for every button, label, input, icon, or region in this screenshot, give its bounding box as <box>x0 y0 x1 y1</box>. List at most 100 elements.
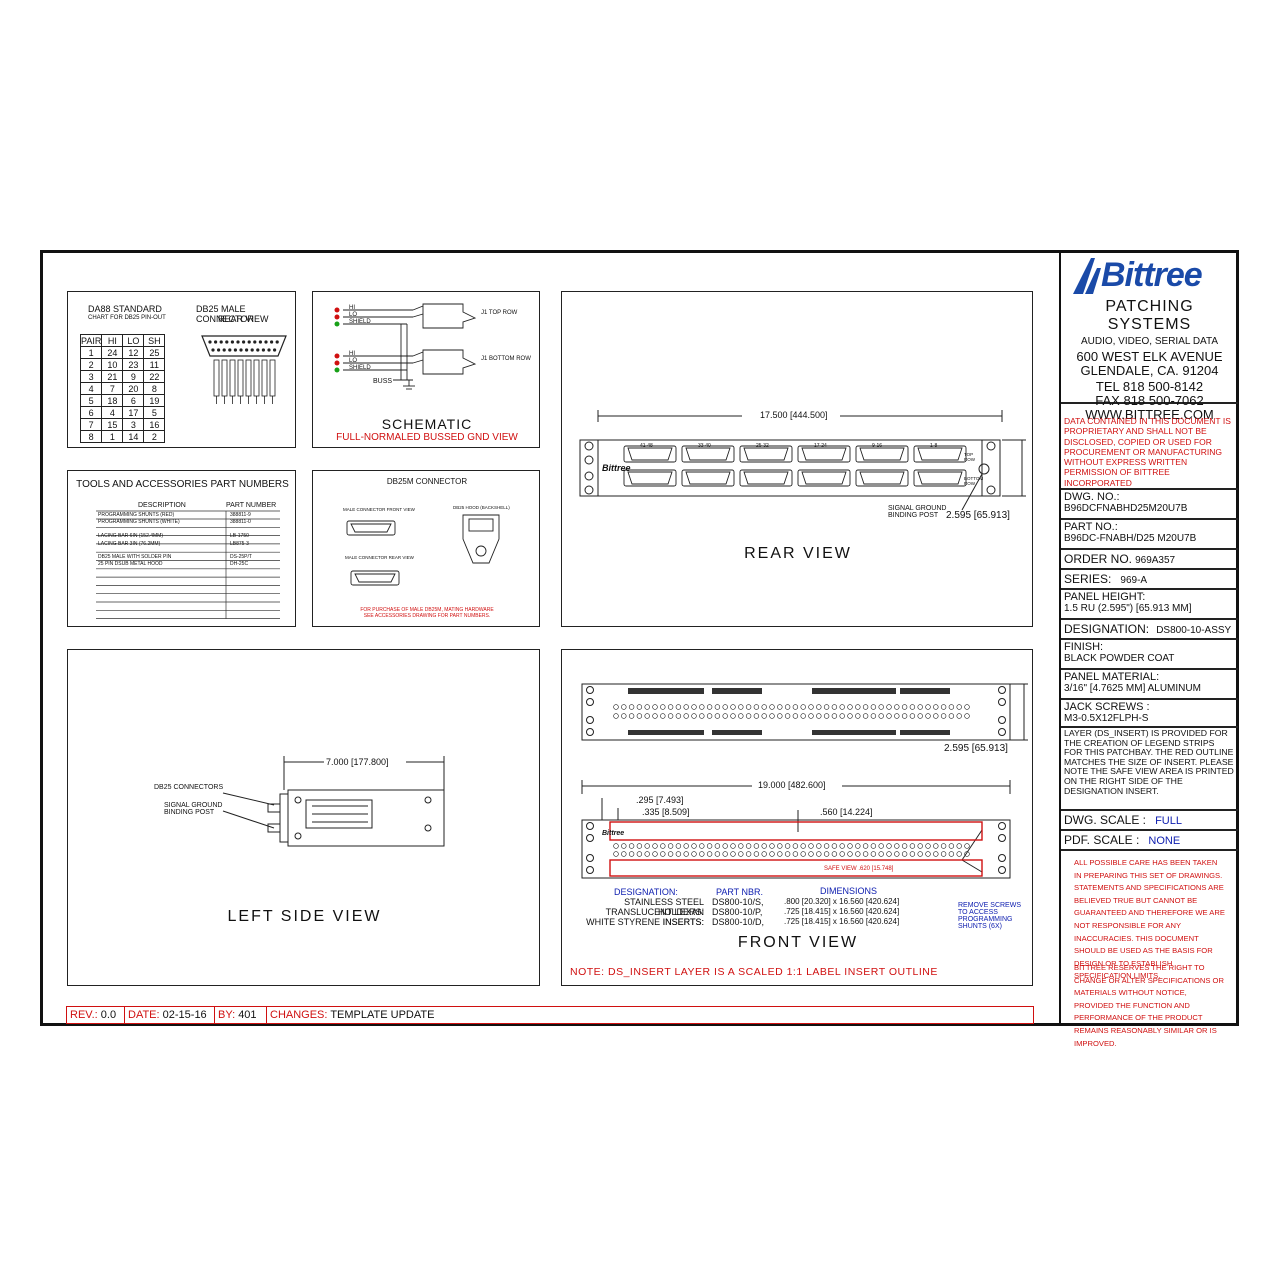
rear-top-row-label: TOP ROW <box>964 452 975 462</box>
jack <box>886 843 892 849</box>
pinout-cell: 11 <box>143 358 166 371</box>
pinout-cell: 15 <box>101 418 124 431</box>
jack <box>855 851 861 857</box>
jack <box>886 713 892 719</box>
tools-col-desc: DESCRIPTION <box>138 502 186 509</box>
pinout-cell: 8 <box>143 382 166 395</box>
jack <box>706 843 713 849</box>
jack <box>964 843 970 849</box>
jack <box>901 713 908 719</box>
jack <box>862 704 869 710</box>
shield-label-top: SHIELD <box>349 319 371 325</box>
jack <box>878 851 884 857</box>
jack <box>675 851 682 857</box>
side-binding-post: BINDING POST <box>164 809 215 816</box>
jack <box>636 704 643 710</box>
jack <box>761 843 767 849</box>
jack <box>917 851 923 857</box>
db25-pin <box>273 348 277 352</box>
order-no-value: 969A357 <box>1135 555 1176 566</box>
jack <box>917 713 923 719</box>
hi-terminal-bottom <box>334 353 340 359</box>
pinout-cell: 21 <box>101 370 124 383</box>
db25-pin <box>261 348 265 352</box>
tools-desc-cell: LACING BAR 3IN (76.2MM) <box>98 541 161 547</box>
left-side-panel: 7.000 [177.800] DB25 CONNECTORS SIGNAL G… <box>67 649 540 986</box>
front-dim-b: .335 [8.509] <box>642 807 690 817</box>
company-tel: TEL 818 500-8142 <box>1095 379 1204 394</box>
jack <box>699 713 705 719</box>
jack <box>808 843 814 849</box>
jack <box>738 704 744 710</box>
jack <box>886 704 892 710</box>
jack <box>925 713 931 719</box>
db25m-drawings <box>346 514 500 586</box>
pinout-cell: 7 <box>79 418 103 431</box>
jack <box>831 704 838 710</box>
jack <box>808 713 814 719</box>
jack <box>699 851 705 857</box>
company-address2: GLENDALE, CA. 91204 <box>1080 363 1219 378</box>
schematic-title: SCHEMATIC <box>381 416 473 432</box>
proprietary-notice: DATA CONTAINED IN THIS DOCUMENT IS PROPR… <box>1061 404 1238 490</box>
pdf-scale-block: PDF. SCALE : NONE <box>1061 831 1238 851</box>
jack <box>800 704 806 710</box>
jack <box>870 843 877 849</box>
hi-label-top: HI <box>349 305 355 311</box>
jack <box>823 713 830 719</box>
jack <box>675 704 682 710</box>
company-subtag: AUDIO, VIDEO, SERIAL DATA <box>1080 336 1219 347</box>
jack <box>644 843 650 849</box>
db25m-title: DB25M CONNECTOR <box>386 477 468 486</box>
company-logo: Bittree <box>1061 252 1238 298</box>
front-view-drawing <box>581 683 1028 879</box>
jack <box>714 843 721 849</box>
jack <box>753 704 760 710</box>
jack <box>925 843 931 849</box>
screws-value: M3-0.5X12FLPH-S <box>1064 713 1149 724</box>
jack <box>855 704 861 710</box>
jack <box>769 704 775 710</box>
front-dim-c: .560 [14.224] <box>820 807 873 817</box>
front-brand: Bittree <box>602 830 625 837</box>
jack <box>636 713 643 719</box>
part-no-block: PART NO.: B96DC-FNABH/D25 M20U7B <box>1061 520 1238 550</box>
rear-view-title: REAR VIEW <box>744 545 852 562</box>
jack <box>613 843 619 849</box>
finish-block: FINISH: BLACK POWDER COAT <box>1061 640 1238 670</box>
jack <box>652 851 658 857</box>
jack <box>823 704 830 710</box>
bittree-logo-icon <box>1073 258 1101 294</box>
pinout-cell: 2 <box>79 358 103 371</box>
tools-desc-cell: PROGRAMMING SHUNTS (RED) <box>98 512 175 518</box>
tools-desc-cell: 25 PIN DSUB METAL HOOD <box>98 561 163 567</box>
front-height-dim: 2.595 [65.913] <box>944 743 1008 754</box>
db25-pin <box>250 348 254 352</box>
insert-designation: WHITE STYRENE INSERTS: <box>586 917 704 927</box>
rear-db25-shell-top <box>623 445 677 463</box>
jack <box>831 851 838 857</box>
dwg-scale-value: FULL <box>1155 815 1182 827</box>
db25-pin <box>233 348 237 352</box>
jack <box>621 713 627 719</box>
jack <box>808 704 814 710</box>
shunt-strip <box>712 730 762 735</box>
tools-part-cell: DH-25C <box>230 561 249 567</box>
jack <box>769 851 775 857</box>
jack <box>894 713 900 719</box>
jack <box>621 704 627 710</box>
solder-cup <box>229 359 236 397</box>
rear-db25-shell-top <box>855 445 909 463</box>
jack <box>699 704 705 710</box>
logo-text: Bittree <box>1101 256 1203 294</box>
by-value: 401 <box>238 1009 257 1021</box>
front-remove-note: REMOVE SCREWS TO ACCESS PROGRAMMING SHUN… <box>958 902 1022 930</box>
pinout-panel: DA88 STANDARD CHART FOR DB25 PIN-OUT PAI… <box>67 291 296 448</box>
jack <box>816 851 822 857</box>
rear-brand: Bittree <box>602 463 631 473</box>
shield-label-bottom: SHIELD <box>349 365 371 371</box>
rear-db25-shell-top <box>681 445 735 463</box>
material-value: 3/16" [4.7625 MM] ALUMINUM <box>1064 683 1201 694</box>
db25-pin <box>230 340 234 344</box>
